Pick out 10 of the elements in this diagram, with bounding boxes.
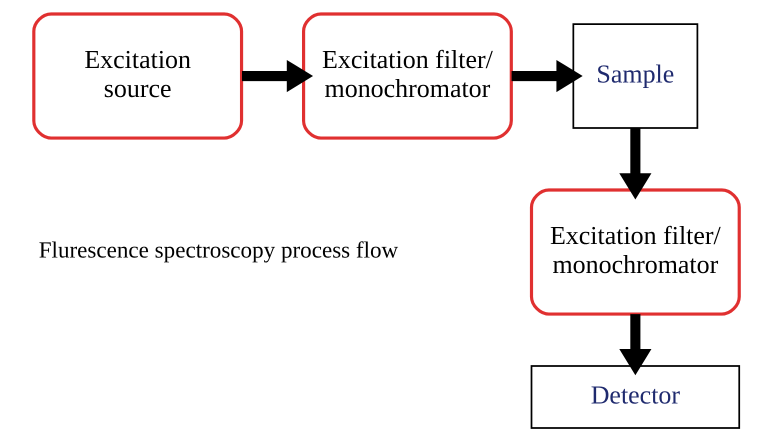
arrow <box>619 314 652 376</box>
label: Flurescence spectroscopy process flow <box>38 236 398 262</box>
node-box: Excitation filter/ monochromator <box>530 188 741 316</box>
node-box: Excitation filter/ monochromator <box>302 12 513 140</box>
node-box: Detector <box>530 365 740 429</box>
node-box: Excitation source <box>32 12 244 140</box>
arrow <box>619 128 652 200</box>
node-box: Sample <box>572 23 698 129</box>
arrow <box>512 60 583 92</box>
arrow <box>242 60 314 92</box>
